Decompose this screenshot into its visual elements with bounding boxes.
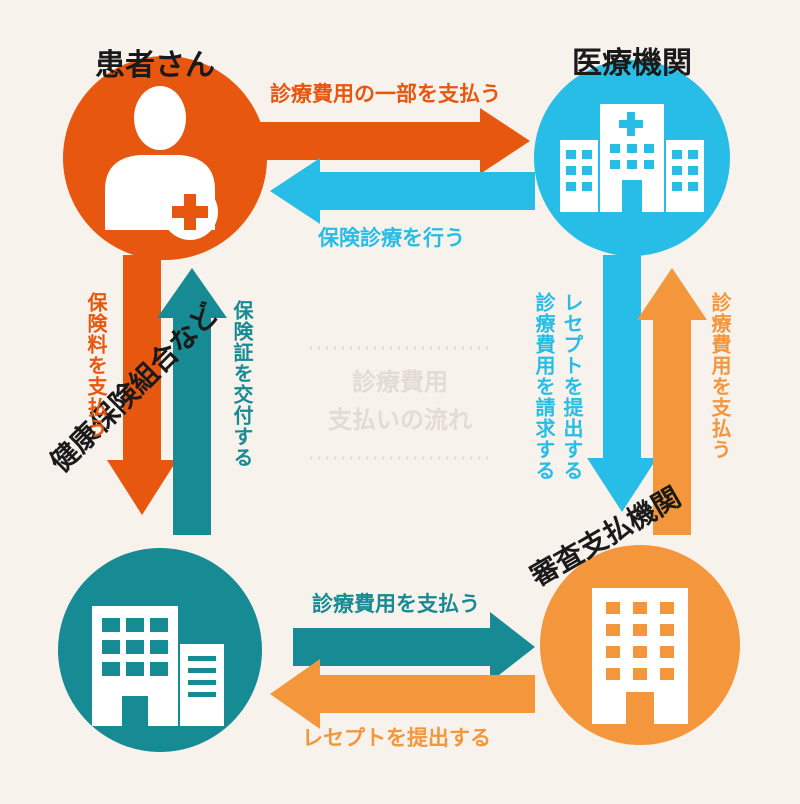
arrow-patient-to-medical: [255, 108, 530, 174]
medical-institution-title: 医療機関: [572, 46, 692, 81]
arrow-medical-to-patient: [270, 158, 535, 224]
medical-cross-icon: [162, 184, 218, 240]
label-review-to-medical: 診療費用を支払う: [708, 292, 732, 460]
center-title-line1: 診療費用: [352, 368, 448, 396]
label-patient-to-medical: 診療費用の一部を支払う: [270, 82, 501, 106]
arrow-review-to-medical: [637, 268, 707, 535]
medical-institution-node: [534, 60, 730, 256]
arrow-patient-to-insurer: [107, 255, 177, 515]
label-medical-to-patient: 保険診療を行う: [318, 226, 465, 250]
label-review-to-insurer: レセプトを提出する: [302, 726, 491, 750]
label-medical-to-review-line1: レセプトを提出する: [560, 292, 584, 481]
review-payment-node: [540, 545, 740, 745]
arrow-review-to-insurer: [270, 659, 535, 729]
arrow-insurer-to-review: [293, 612, 535, 682]
label-insurer-to-review: 診療費用を支払う: [312, 592, 480, 616]
hospital-cross: [619, 112, 643, 136]
office-windows: [102, 618, 216, 726]
label-medical-to-review-line2: 診療費用を請求する: [532, 292, 556, 481]
patient-node: [63, 56, 267, 260]
arrow-medical-to-review: [587, 255, 657, 512]
patient-title: 患者さん: [95, 48, 215, 83]
review-windows: [606, 602, 674, 724]
label-patient-to-insurer: 保険料を支払う: [84, 292, 108, 439]
arrow-insurer-to-patient: [157, 268, 227, 535]
center-title-line2: 支払いの流れ: [328, 406, 472, 434]
hospital-windows: [566, 144, 698, 212]
health-insurance-node: [58, 548, 262, 752]
label-insurer-to-patient: 保険証を交付する: [230, 300, 254, 468]
